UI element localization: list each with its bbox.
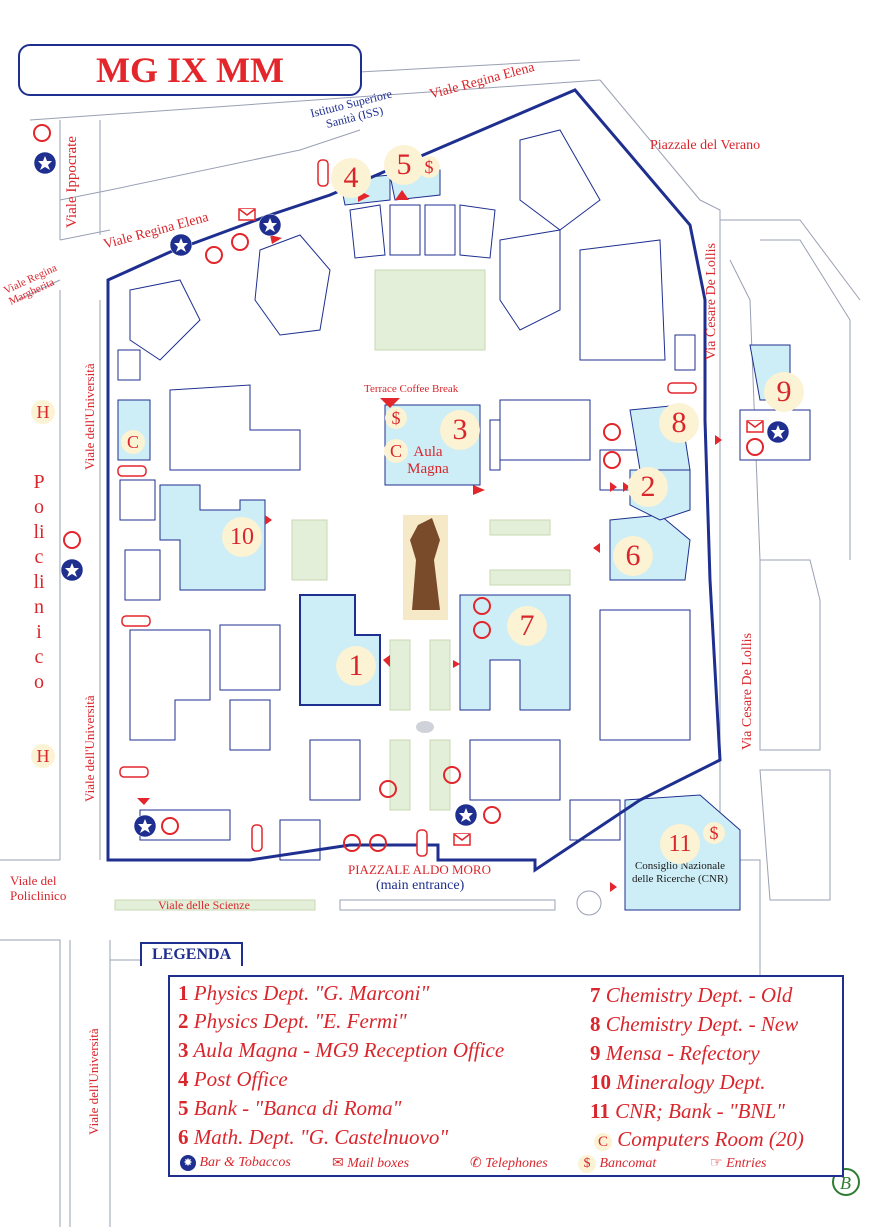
legend-item-8: 8 Chemistry Dept. - New [590,1012,799,1036]
terrace-coffee-label: Terrace Coffee Break [364,383,459,395]
svg-text:B: B [840,1173,851,1193]
marker-4[interactable]: 4 [331,158,371,198]
marker-2[interactable]: 2 [628,467,668,507]
bancomat-icon-1: $ [385,407,407,429]
marker-5[interactable]: 5 [384,145,424,185]
legend-tab: LEGENDA [140,942,244,966]
legend-item-2: 2 Physics Dept. "E. Fermi" [178,1009,407,1033]
computers-room-icon-2: C [384,439,408,463]
key-mail: ✉ Mail boxes [332,1156,410,1171]
legend-item-9: 9 Mensa - Refectory [590,1041,760,1065]
entry-hand-icon: ☞ [710,1156,723,1171]
mailbox-icon [238,208,764,846]
marker-11[interactable]: 11 [660,824,700,864]
map-title-box: MG IX MM [18,44,362,96]
bancomat-icon-3: $ [703,822,725,844]
bancomat-icon: $ [578,1155,596,1173]
marker-3[interactable]: 3 [440,410,480,450]
legend-item-11: 11 CNR; Bank - "BNL" [590,1099,785,1123]
marker-10[interactable]: 10 [222,517,262,557]
cnr-label: Consiglio Nazionale delle Ricerche (CNR) [632,860,728,885]
computers-room-icon-1: C [121,430,145,454]
legend-item-1: 1 Physics Dept. "G. Marconi" [178,981,430,1005]
street-universita-2: Viale dell'Università [82,695,97,802]
street-de-lollis-2: Via Cesare De Lollis [740,633,755,750]
legend-item-c: C Computers Room (20) [594,1127,804,1152]
piazzale-verano-label: Piazzale del Verano [650,138,761,153]
key-phone: ✆ Telephones [470,1156,548,1171]
legend-item-5: 5 Bank - "Banca di Roma" [178,1096,402,1120]
key-bar: ✸ Bar & Tobaccos [180,1155,291,1171]
legend-item-4: 4 Post Office [178,1067,288,1091]
hospital-icon-1: H [31,400,55,424]
telephone-icon: ✆ [470,1156,482,1171]
main-entrance-label: (main entrance) [376,878,465,893]
street-universita-1: Viale dell'Università [82,363,97,470]
hospital-icon-2: H [31,744,55,768]
legend-box: 1 Physics Dept. "G. Marconi" 2 Physics D… [168,975,844,1177]
bancomat-icon-2: $ [418,156,440,178]
marker-6[interactable]: 6 [613,536,653,576]
marker-8[interactable]: 8 [659,403,699,443]
key-entries: ☞ Entries [710,1156,767,1171]
street-universita-3: Viale dell'Università [86,1028,101,1135]
street-scienze: Viale delle Scienze [158,898,250,912]
aula-magna-label: Aula Magna [407,444,449,477]
marker-9[interactable]: 9 [764,372,804,412]
marker-1[interactable]: 1 [336,646,376,686]
street-viale-policlinico: Viale del Policlinico [10,873,67,903]
statue-icon [403,515,448,620]
map-title: MG IX MM [96,50,284,90]
piazzale-aldo-moro-label: PIAZZALE ALDO MORO [348,862,491,877]
street-policlinico-vertical: Policlinico [33,471,45,693]
legend-item-10: 10 Mineralogy Dept. [590,1070,766,1094]
marker-7[interactable]: 7 [507,606,547,646]
street-ippocrate: Viale Ippocrate [64,136,80,228]
legend-item-6: 6 Math. Dept. "G. Castelnuovo" [178,1125,449,1149]
legend-item-3: 3 Aula Magna - MG9 Reception Office [178,1038,505,1062]
star-icon: ✸ [180,1155,196,1171]
mailbox-icon: ✉ [332,1156,344,1171]
street-de-lollis-1: Via Cesare De Lollis [704,243,719,360]
legend-item-7: 7 Chemistry Dept. - Old [590,983,793,1007]
key-bancomat: $ Bancomat [578,1155,656,1173]
